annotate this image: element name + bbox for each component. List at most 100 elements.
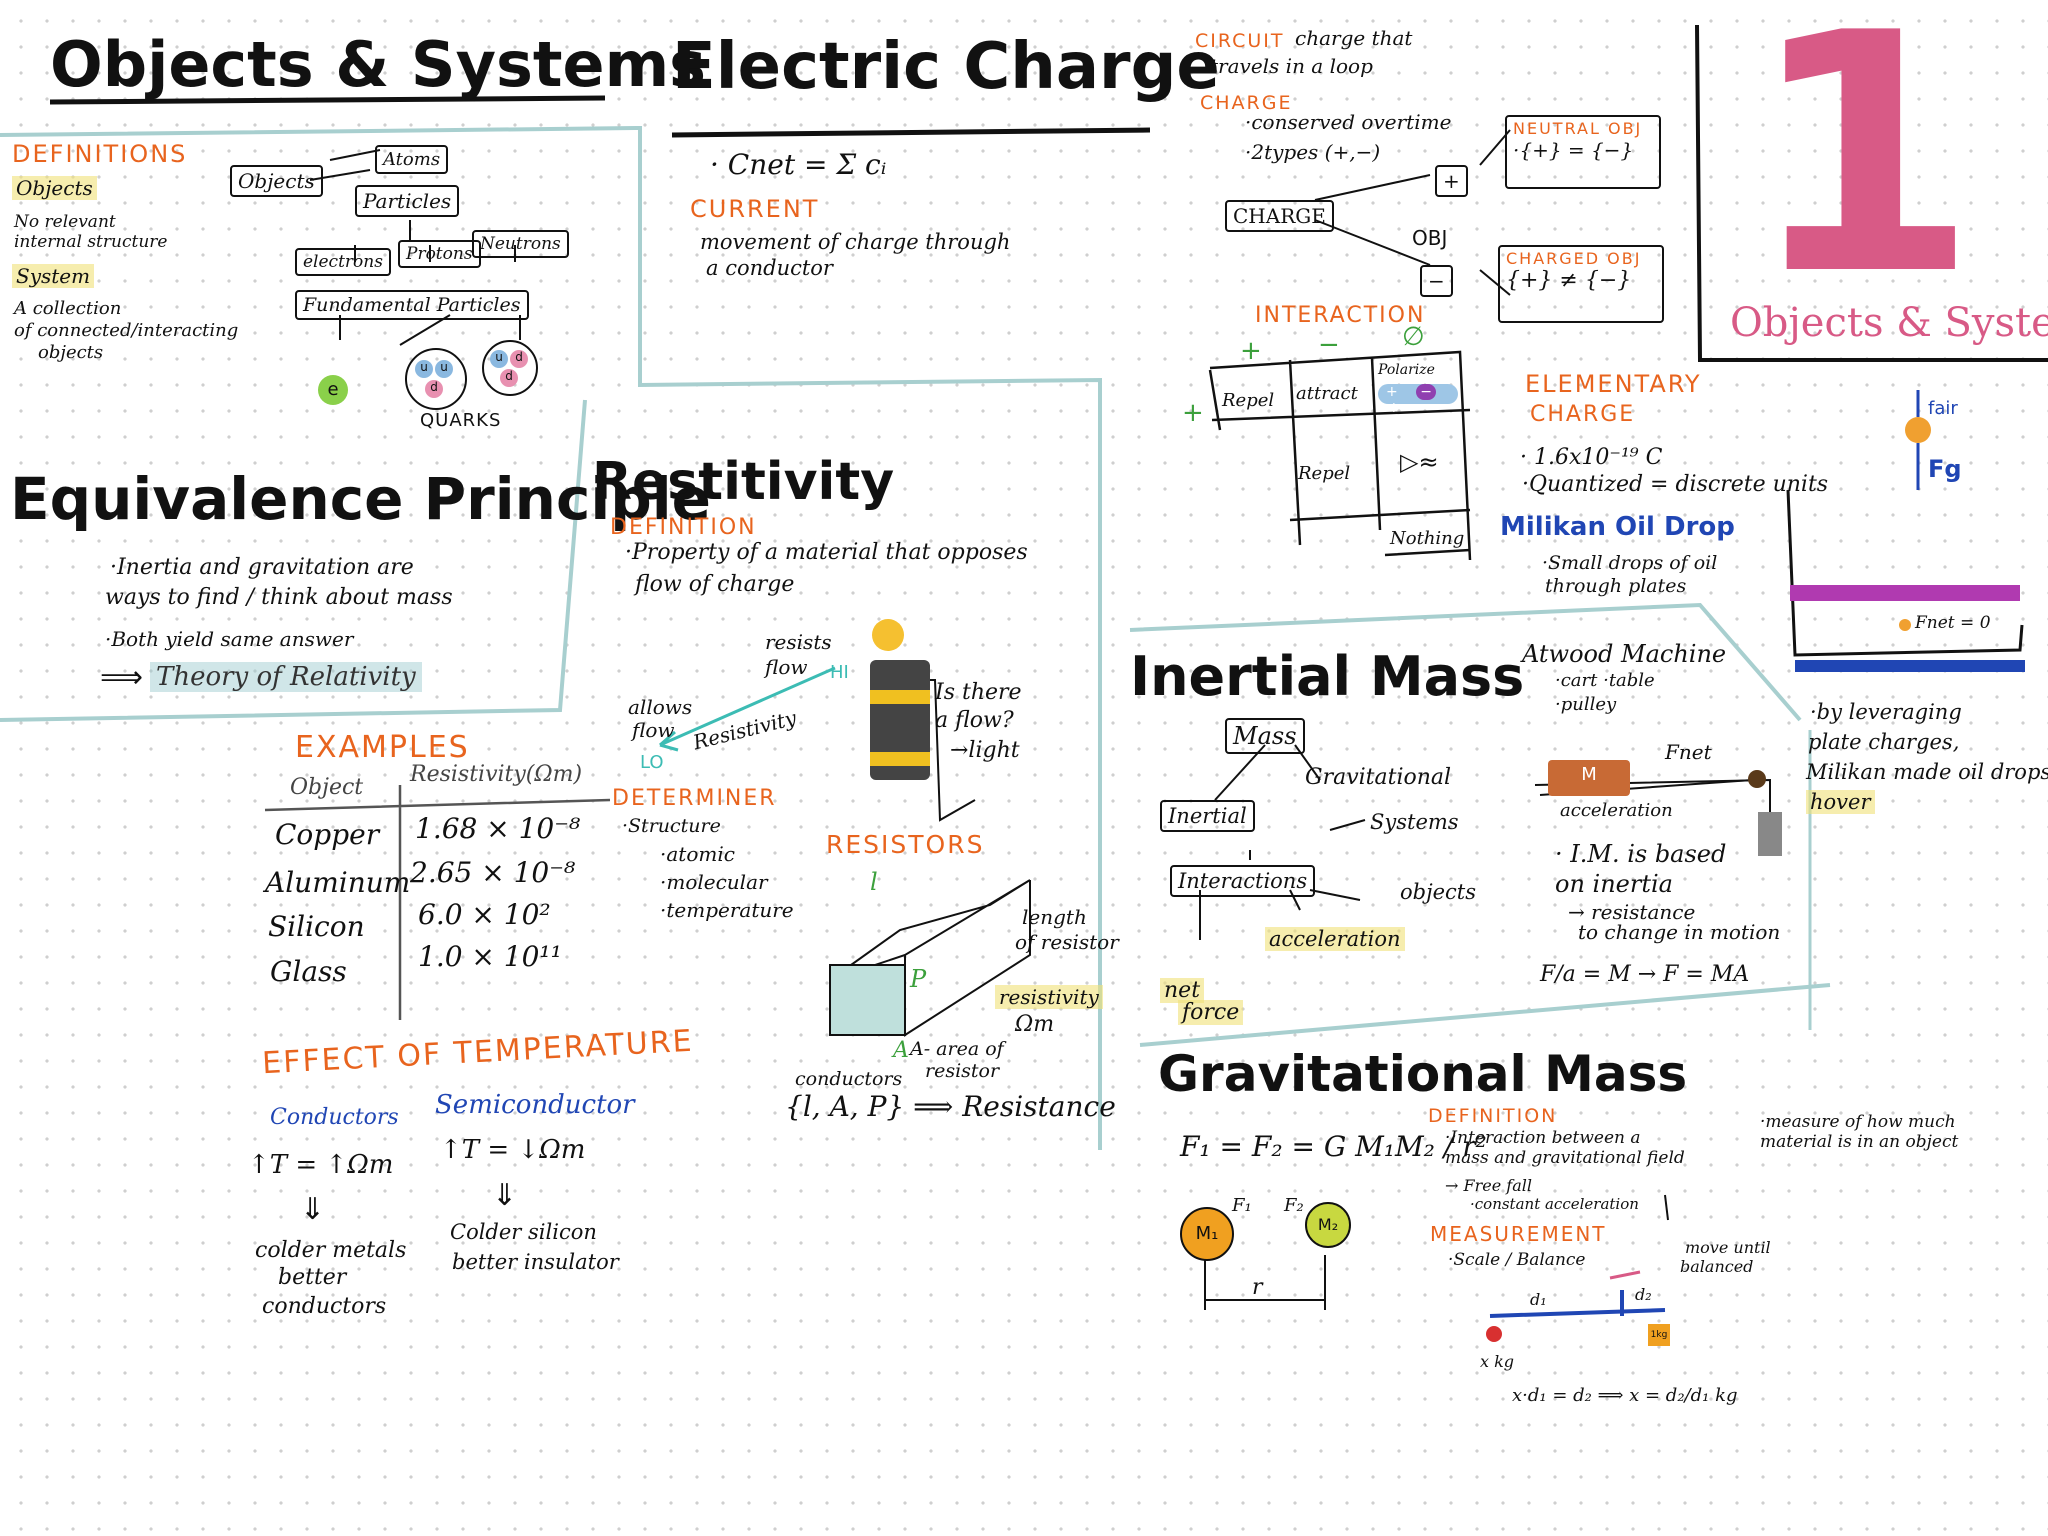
move-until-2: balanced (1680, 1257, 1754, 1276)
examples-heading: EXAMPLES (295, 730, 470, 765)
resistivity-highlight: resistivity (995, 985, 1103, 1009)
objects-def-1: No relevant (14, 212, 116, 232)
milikan-heading: Milikan Oil Drop (1500, 512, 1735, 542)
grav-def-4: ·constant acceleration (1470, 1195, 1639, 1213)
is-there-label: Is there (935, 680, 1022, 705)
inertial-box: Inertial (1160, 800, 1255, 832)
fair-label: fair (1928, 398, 1958, 419)
system-label: System (12, 264, 95, 288)
conductor-down-arrow: ⇓ (300, 1192, 326, 1227)
interaction-heading: INTERACTION (1255, 303, 1426, 328)
charged-heading: CHARGED OBJ (1506, 249, 1642, 268)
tree-protons-box: Protons (398, 240, 481, 268)
resistors-heading: RESISTORS (826, 830, 985, 859)
chapter-number: 1 (1748, 0, 1978, 347)
d1-label: d₁ (1530, 1290, 1547, 1309)
page-title-inertial-mass: Inertial Mass (1130, 645, 1525, 708)
semi-result-1: Colder silicon (450, 1220, 597, 1244)
grav-measure-1: ·measure of how much (1760, 1112, 1956, 1132)
distance-r-label: r (1252, 1275, 1263, 1300)
examples-col-resistivity: Resistivity(Ωm) (410, 762, 583, 787)
cell-repel-1: Repel (1222, 390, 1275, 411)
move-until-1: move until (1685, 1238, 1771, 1257)
semiconductor-eq: ↑T = ↓Ωm (440, 1135, 586, 1165)
resists-flow-label: flow (765, 655, 808, 679)
example-object-4: Glass (270, 955, 347, 988)
one-kg-weight: 1kg (1648, 1324, 1670, 1346)
lo-label: LO (640, 752, 664, 773)
minus-box: − (1420, 265, 1453, 297)
grav-def-2: mass and gravitational field (1445, 1148, 1685, 1168)
page-title-resistivity: Restitivity (592, 452, 895, 512)
determiner-item-3: ·molecular (660, 870, 768, 894)
a-flow-label: a flow? (935, 708, 1014, 733)
example-object-1: Copper (275, 818, 380, 851)
area-label-1: A- area of (910, 1038, 1004, 1060)
semi-result-2: better insulator (452, 1250, 619, 1274)
cart-icon: M (1548, 760, 1630, 796)
interaction-row-plus: + (1182, 398, 1204, 428)
balance-equation: x·d₁ = d₂ ⟹ x = d₂/d₁ kg (1512, 1385, 1738, 1406)
proton-quarks-icon: u u d (405, 348, 467, 410)
cell-polarize: Polarize (1378, 362, 1435, 378)
equivalence-point-2: ways to find / think about mass (105, 585, 453, 610)
neutral-obj-box: NEUTRAL OBJ ·{+} = {−} (1505, 115, 1661, 189)
cell-repel-2: Repel (1298, 463, 1351, 484)
implies-arrow: ⟹ (100, 660, 144, 695)
neutral-eq: ·{+} = {−} (1513, 138, 1634, 162)
force-label: force (1178, 1000, 1244, 1025)
examples-col-object: Object (290, 775, 364, 800)
example-object-3: Silicon (268, 910, 365, 943)
quarks-label: QUARKS (420, 410, 502, 431)
cell-attract: attract (1296, 383, 1358, 404)
im-point-4: to change in motion (1578, 920, 1781, 944)
objects-def-2: internal structure (14, 232, 168, 252)
interaction-col-minus: − (1318, 330, 1340, 360)
elementary-point-2: ·Quantized = discrete units (1522, 472, 1829, 497)
system-def-3: objects (38, 342, 104, 363)
page-title-equivalence: Equivalence Principle (10, 465, 711, 533)
light-label: →light (950, 738, 1020, 763)
allows-label: allows (628, 695, 693, 719)
quark-d3: d (500, 369, 518, 387)
atwood-heading: Atwood Machine (1522, 640, 1727, 668)
example-value-1: 1.68 × 10⁻⁸ (415, 812, 581, 845)
equivalence-point-1: ·Inertia and gravitation are (110, 555, 414, 580)
plus-box: + (1435, 165, 1468, 197)
apple-icon (1486, 1326, 1502, 1342)
resistor-length-label-2: of resistor (1015, 930, 1119, 954)
polarize-arrow-icon: ▷≈ (1400, 448, 1439, 476)
positive-plate (1790, 585, 2020, 601)
charge-box: CHARGE (1225, 200, 1334, 232)
gravitational-label: Gravitational (1305, 765, 1452, 790)
im-point-1: · I.M. is based (1555, 840, 1727, 868)
acceleration-highlight: acceleration (1265, 927, 1405, 951)
tree-fundamental-box: Fundamental Particles (295, 290, 529, 320)
area-label-2: resistor (925, 1060, 1000, 1082)
quark-u3: u (490, 350, 508, 368)
bulb-icon (872, 619, 904, 651)
objects-tree-label: objects (1400, 880, 1477, 904)
system-def-1: A collection (14, 298, 122, 319)
interactions-box: Interactions (1170, 865, 1316, 897)
page-title-gravitational-mass: Gravitational Mass (1158, 1045, 1688, 1103)
inertial-formula: F/a = M → F = MA (1540, 962, 1750, 987)
quark-d2: d (510, 350, 528, 368)
resistivity-def-1: ·Property of a material that opposes (625, 540, 1028, 565)
semiconductor-label: Semiconductor (435, 1090, 635, 1120)
gravity-formula: F₁ = F₂ = G M₁M₂ / r² (1180, 1130, 1487, 1163)
page-title-electric-charge: Electric Charge (672, 30, 1220, 104)
neutral-heading: NEUTRAL OBJ (1513, 119, 1643, 138)
resistor-p-symbol: P (910, 965, 927, 993)
polarize-sign-3: + (1388, 400, 1400, 416)
determiner-heading: DETERMINER (612, 786, 777, 811)
elementary-heading-2: CHARGE (1530, 402, 1636, 427)
theory-of-relativity: Theory of Relativity (150, 662, 422, 692)
equivalence-point-3: ·Both yield same answer (105, 627, 354, 651)
tree-particles-box: Particles (355, 185, 460, 217)
atwood-fnet-label: Fnet (1665, 740, 1712, 764)
net-label: net (1160, 978, 1205, 1003)
grav-measure-2: material is in an object (1760, 1132, 1959, 1152)
example-value-4: 1.0 × 10¹¹ (418, 940, 562, 973)
